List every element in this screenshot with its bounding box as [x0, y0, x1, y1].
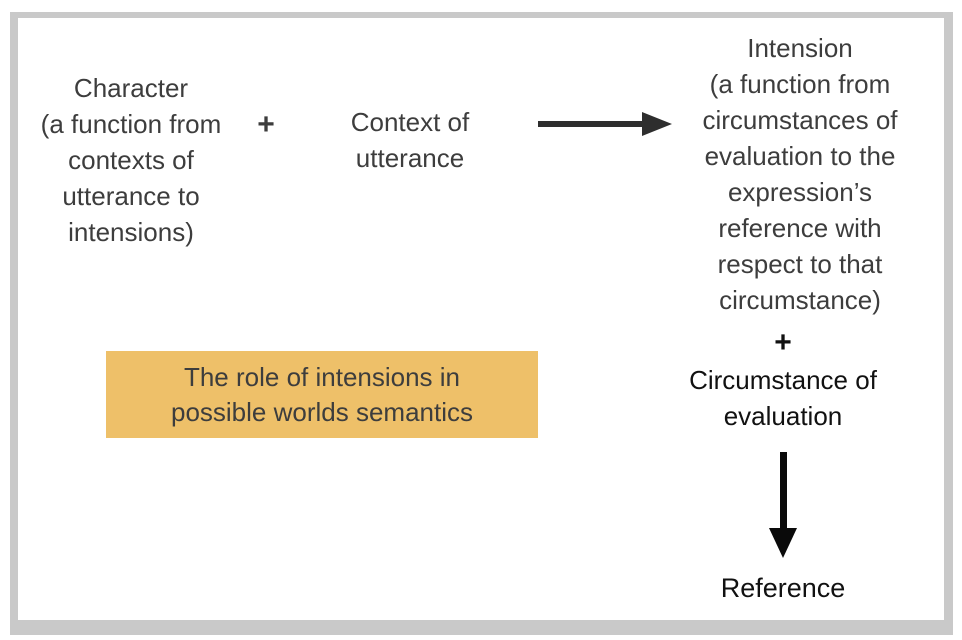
- character-line: contexts of: [68, 145, 194, 175]
- plus-sign-right: +: [774, 326, 792, 359]
- intension-line: respect to that: [717, 249, 883, 279]
- context-line: Context of: [350, 107, 470, 137]
- diagram-border-frame: [10, 12, 953, 635]
- character-line: intensions): [68, 217, 194, 247]
- intension-line: (a function from: [709, 69, 891, 99]
- circumstance-of-evaluation-label: Circumstance of evaluation: [668, 362, 898, 434]
- plus-sign-left: +: [257, 108, 275, 141]
- context-of-utterance-label: Context of utterance: [330, 104, 490, 176]
- intension-line: circumstances of: [702, 105, 898, 135]
- intension-line: circumstance): [719, 285, 881, 315]
- reference-label: Reference: [720, 573, 846, 603]
- character-line: (a function from: [40, 109, 222, 139]
- intension-line: reference with: [718, 213, 882, 243]
- highlight-text-line: possible worlds semantics: [170, 396, 473, 427]
- highlight-box: The role of intensions in possible world…: [106, 351, 538, 438]
- character-line: utterance to: [62, 181, 200, 211]
- circumstance-line: Circumstance of: [689, 365, 877, 395]
- character-line: Character: [73, 73, 189, 103]
- intension-label: Intension (a function from circumstances…: [683, 30, 917, 318]
- arrow-down-icon: [769, 452, 797, 558]
- intension-line: evaluation to the: [704, 141, 896, 171]
- circumstance-line: evaluation: [723, 401, 843, 431]
- intension-line: expression’s: [727, 177, 873, 207]
- intension-line: Intension: [747, 33, 853, 63]
- context-line: utterance: [355, 143, 465, 173]
- highlight-text-line: The role of intensions in: [183, 361, 461, 392]
- character-label: Character (a function from contexts of u…: [16, 70, 246, 250]
- arrow-right-icon: [538, 112, 672, 136]
